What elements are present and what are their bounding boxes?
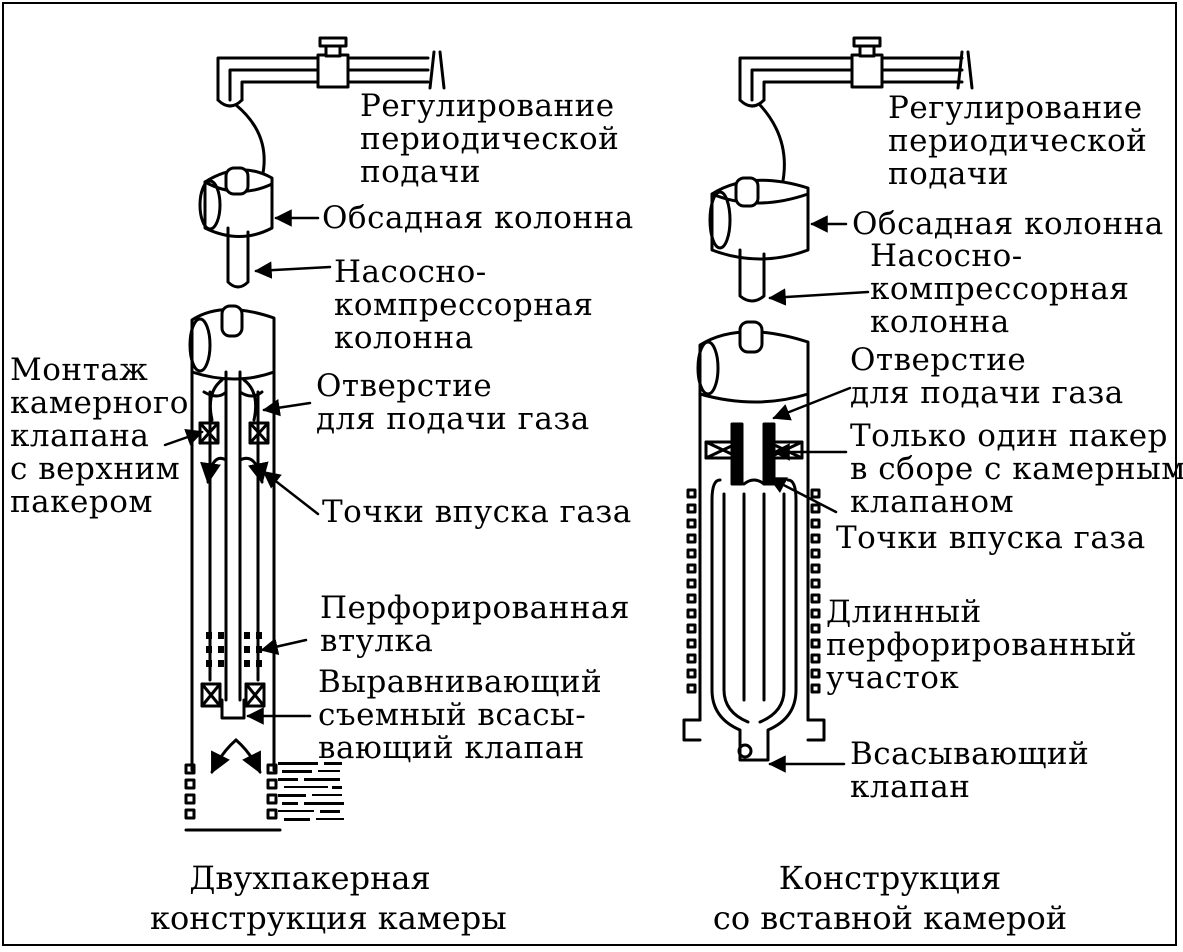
right-label-tubing: Насосно- компрессорная колонна xyxy=(870,238,1130,340)
right-label-casing: Обсадная колонна xyxy=(852,206,1164,242)
right-label-long-perforated: Длинный перфорированный участок xyxy=(826,594,1137,696)
left-label-mounting: Монтаж камерного клапана с верхним пакер… xyxy=(10,352,189,520)
right-chamber xyxy=(682,320,826,762)
right-control-line xyxy=(758,103,786,188)
right-label-intermittent-control: Регулирование периодической подачи xyxy=(888,90,1148,192)
right-label-gas-hole: Отверстие для подачи газа xyxy=(850,342,1124,411)
left-label-tubing: Насосно- компрессорная колонна xyxy=(334,254,594,356)
left-control-valve xyxy=(316,36,350,89)
left-casing-body xyxy=(184,304,282,832)
left-label-equalizing-valve: Выравнивающий съемный всасы- вающий клап… xyxy=(318,664,603,766)
left-label-casing: Обсадная колонна xyxy=(322,200,634,236)
left-leaders xyxy=(163,209,332,725)
right-label-single-packer: Только один пакер в сборе с камерным кла… xyxy=(850,418,1183,520)
left-label-gas-hole: Отверстие для подачи газа xyxy=(316,368,590,437)
left-control-line xyxy=(234,103,266,180)
left-label-gas-inlet: Точки впуска газа xyxy=(322,494,632,530)
right-control-valve xyxy=(850,36,884,89)
right-caption: Конструкция со вставной камерой xyxy=(712,859,1068,937)
left-casing-top xyxy=(198,166,274,289)
right-casing-top xyxy=(708,176,810,303)
right-label-gas-inlet: Точки впуска газа xyxy=(836,520,1146,556)
right-leaders xyxy=(768,215,870,773)
right-label-standing-valve: Всасывающий клапан xyxy=(850,736,1090,805)
left-label-intermittent-control: Регулирование периодической подачи xyxy=(360,88,620,190)
left-label-perforated-sleeve: Перфорированная втулка xyxy=(320,590,630,659)
left-caption: Двухпакерная конструкция камеры xyxy=(150,859,507,937)
scan-noise xyxy=(278,762,344,821)
